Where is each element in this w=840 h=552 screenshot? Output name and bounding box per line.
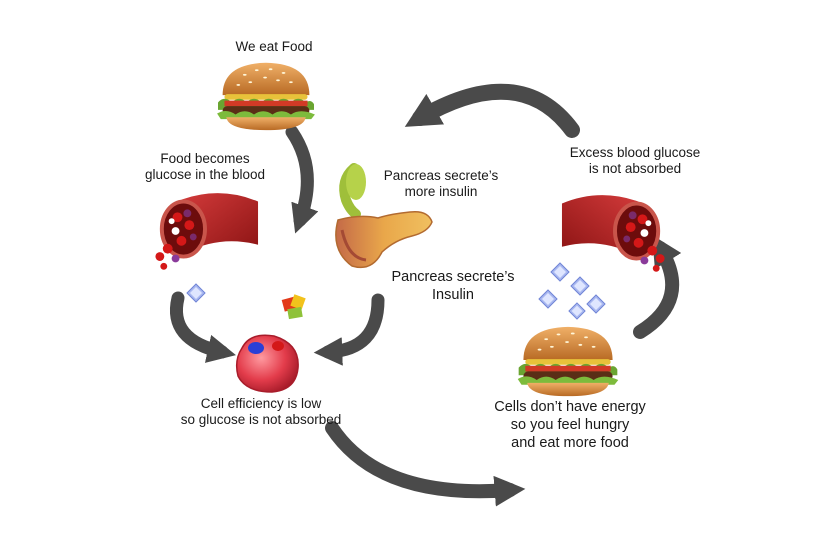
label-pancreas-more-insulin: Pancreas secrete’s more insulin xyxy=(383,168,499,199)
pancreas-icon xyxy=(335,163,433,269)
blood-vessel-icon-right xyxy=(562,195,665,272)
arrow-excess-to-pancreas xyxy=(404,83,580,138)
arrow-cell-to-hunger xyxy=(325,421,526,507)
cycle-arrows xyxy=(170,83,682,507)
burger-icon-top xyxy=(217,62,315,131)
arrow-blood-to-cell xyxy=(170,291,236,363)
blood-vessel-icon-left xyxy=(155,193,258,270)
label-pancreas-insulin: Pancreas secrete’s Insulin xyxy=(391,269,515,303)
label-cells-no-energy: Cells don’t have energy so you feel hung… xyxy=(494,399,646,451)
label-cell-efficiency: Cell efficiency is low so glucose is not… xyxy=(180,396,342,427)
burger-icon-right xyxy=(517,326,619,397)
label-excess-glucose: Excess blood glucose is not absorbed xyxy=(569,145,701,176)
insulin-block-icon xyxy=(281,294,306,320)
glucose-crystal-icon xyxy=(186,283,206,303)
label-we-eat-food: We eat Food xyxy=(235,39,313,54)
arrow-insulin-to-cell xyxy=(313,293,385,366)
glucose-crystals-right xyxy=(538,262,606,320)
label-food-becomes-glucose: Food becomes glucose in the blood xyxy=(144,151,266,182)
cell-icon xyxy=(235,334,299,393)
arrow-food-to-blood xyxy=(285,125,319,234)
arrow-hunger-to-excess xyxy=(633,234,682,339)
